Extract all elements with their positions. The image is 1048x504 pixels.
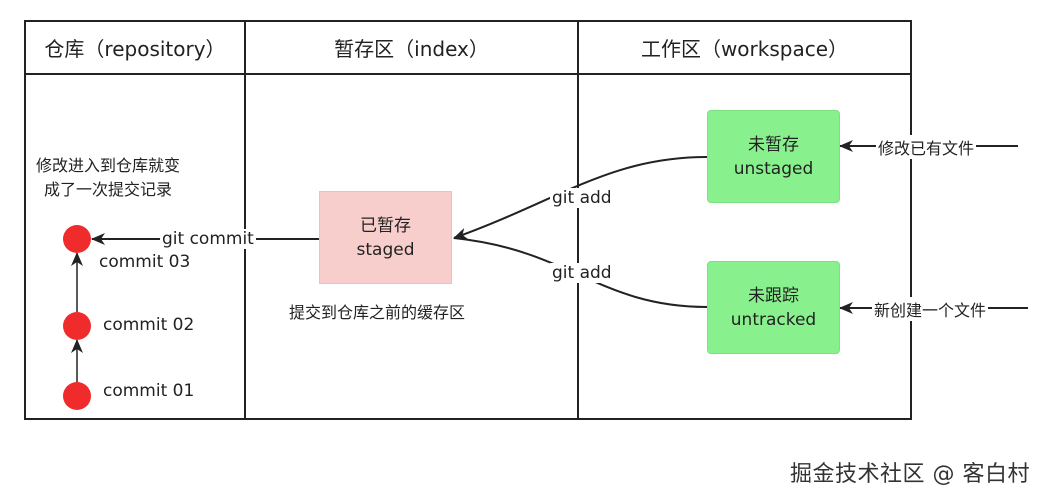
- staged-caption: 提交到仓库之前的缓存区: [289, 303, 466, 322]
- commit-02-label: commit 02: [103, 315, 195, 335]
- column-divider-2: [577, 20, 579, 420]
- staged-box: 已暂存 staged: [319, 191, 452, 284]
- header-index: 暂存区（index）: [334, 37, 489, 61]
- commit-01-dot: [63, 382, 91, 410]
- repository-note-line1: 修改进入到仓库就变: [36, 156, 181, 175]
- unstaged-box: 未暂存 unstaged: [707, 110, 840, 203]
- git-add-curve-top: [453, 156, 708, 240]
- new-file-label: 新创建一个文件: [872, 297, 989, 321]
- commit-03-dot: [63, 225, 91, 253]
- column-divider-1: [244, 20, 246, 420]
- git-add-label-top: git add: [550, 188, 614, 208]
- git-add-label-bottom: git add: [550, 263, 614, 283]
- header-workspace: 工作区（workspace）: [640, 37, 849, 61]
- modify-file-label: 修改已有文件: [876, 135, 977, 159]
- unstaged-title: 未暂存: [748, 134, 799, 155]
- watermark: 掘金技术社区 @ 客白村: [790, 462, 1030, 487]
- untracked-title: 未跟踪: [748, 285, 799, 306]
- untracked-subtitle: untracked: [730, 309, 817, 330]
- commit-01-label: commit 01: [103, 381, 195, 401]
- untracked-box: 未跟踪 untracked: [707, 261, 840, 354]
- unstaged-subtitle: unstaged: [733, 158, 814, 179]
- commit-02-dot: [63, 312, 91, 340]
- diagram-frame: [24, 20, 912, 420]
- header-repository: 仓库（repository）: [44, 37, 226, 61]
- header-divider: [24, 73, 912, 75]
- repository-note: 修改进入到仓库就变 成了一次提交记录: [36, 154, 180, 202]
- staged-subtitle: staged: [356, 239, 415, 260]
- commit-03-label: commit 03: [99, 252, 191, 272]
- staged-title: 已暂存: [360, 215, 411, 236]
- repository-note-line2: 成了一次提交记录: [44, 180, 173, 199]
- git-commit-label: git commit: [160, 229, 256, 249]
